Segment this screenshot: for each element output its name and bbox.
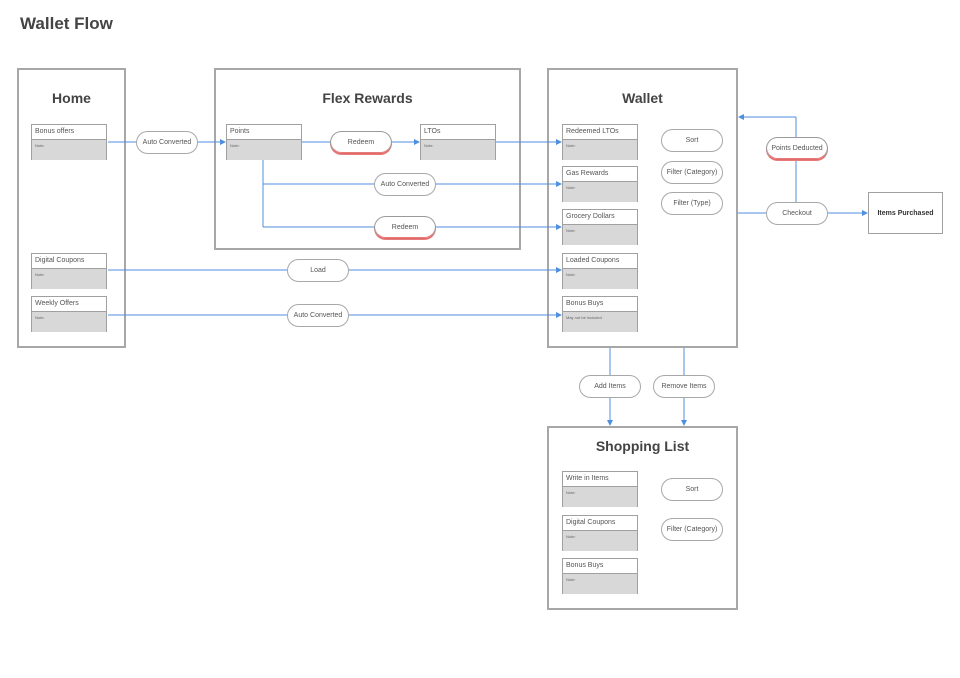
card-title: Bonus Buys	[563, 297, 637, 312]
card-note: Note:	[563, 574, 637, 594]
arrowhead-bonus-buys	[556, 312, 562, 318]
arrowhead-points	[220, 139, 226, 145]
arrowhead-ltos	[414, 139, 420, 145]
pill-auto-converted-weekly[interactable]: Auto Converted	[287, 304, 349, 327]
pill-auto-converted-gas[interactable]: Auto Converted	[374, 173, 436, 196]
home-panel-title: Home	[52, 90, 91, 106]
list-sort-button[interactable]: Sort	[661, 478, 723, 501]
card-digital-coupons-list[interactable]: Digital Coupons Note:	[562, 515, 638, 551]
wallet-sort-button[interactable]: Sort	[661, 129, 723, 152]
arrowhead-add-items	[607, 420, 613, 426]
card-note: Note:	[32, 269, 106, 289]
card-title: LTOs	[421, 125, 495, 140]
arrowhead-grocery-dollars	[556, 224, 562, 230]
card-title: Grocery Dollars	[563, 210, 637, 225]
arrowhead-remove-items	[681, 420, 687, 426]
card-ltos[interactable]: LTOs Note:	[420, 124, 496, 160]
items-purchased-box[interactable]: Items Purchased	[868, 192, 943, 234]
pill-auto-converted-bonus[interactable]: Auto Converted	[136, 131, 198, 154]
card-title: Redeemed LTOs	[563, 125, 637, 140]
pill-load[interactable]: Load	[287, 259, 349, 282]
card-note: Note:	[32, 312, 106, 332]
card-title: Digital Coupons	[563, 516, 637, 531]
arrowhead-items-purchased	[862, 210, 868, 216]
card-title: Weekly Offers	[32, 297, 106, 312]
card-title: Loaded Coupons	[563, 254, 637, 269]
pill-redeem-ltos[interactable]: Redeem	[330, 131, 392, 154]
remove-items-button[interactable]: Remove Items	[653, 375, 715, 398]
arrowhead-gas-rewards	[556, 181, 562, 187]
pill-points-deducted[interactable]: Points Deducted	[766, 137, 828, 160]
card-note: Note:	[227, 140, 301, 160]
card-bonus-buys-wallet[interactable]: Bonus Buys May not be included	[562, 296, 638, 332]
flex-rewards-panel-title: Flex Rewards	[322, 90, 413, 106]
card-weekly-offers[interactable]: Weekly Offers Note:	[31, 296, 107, 332]
card-grocery-dollars[interactable]: Grocery Dollars Note:	[562, 209, 638, 245]
checkout-button[interactable]: Checkout	[766, 202, 828, 225]
card-note: Note:	[563, 531, 637, 551]
arrowhead-wallet-return	[738, 114, 744, 120]
card-title: Write in Items	[563, 472, 637, 487]
card-write-in-items[interactable]: Write in Items Note:	[562, 471, 638, 507]
card-title: Points	[227, 125, 301, 140]
wallet-filter-category-button[interactable]: Filter (Category)	[661, 161, 723, 184]
list-filter-category-button[interactable]: Filter (Category)	[661, 518, 723, 541]
card-redeemed-ltos[interactable]: Redeemed LTOs Note:	[562, 124, 638, 160]
card-note: Note:	[563, 269, 637, 289]
card-bonus-buys-list[interactable]: Bonus Buys Note:	[562, 558, 638, 594]
card-digital-coupons-home[interactable]: Digital Coupons Note:	[31, 253, 107, 289]
card-note: Note:	[563, 182, 637, 202]
add-items-button[interactable]: Add Items	[579, 375, 641, 398]
card-note: Note:	[563, 225, 637, 245]
wallet-panel-title: Wallet	[622, 90, 663, 106]
card-note: Note:	[421, 140, 495, 160]
card-note: Note:	[563, 140, 637, 160]
pill-redeem-grocery[interactable]: Redeem	[374, 216, 436, 239]
card-title: Digital Coupons	[32, 254, 106, 269]
card-note: Note:	[563, 487, 637, 507]
card-note: May not be included	[563, 312, 637, 332]
wallet-filter-type-button[interactable]: Filter (Type)	[661, 192, 723, 215]
card-gas-rewards[interactable]: Gas Rewards Note:	[562, 166, 638, 202]
card-title: Bonus offers	[32, 125, 106, 140]
arrowhead-redeemed-ltos	[556, 139, 562, 145]
card-title: Gas Rewards	[563, 167, 637, 182]
arrowhead-loaded-coupons	[556, 267, 562, 273]
card-points[interactable]: Points Note:	[226, 124, 302, 160]
card-title: Bonus Buys	[563, 559, 637, 574]
page-title: Wallet Flow	[20, 14, 113, 33]
card-note: Note:	[32, 140, 106, 160]
card-bonus-offers[interactable]: Bonus offers Note:	[31, 124, 107, 160]
shopping-list-panel-title: Shopping List	[595, 438, 690, 454]
card-loaded-coupons[interactable]: Loaded Coupons Note:	[562, 253, 638, 289]
